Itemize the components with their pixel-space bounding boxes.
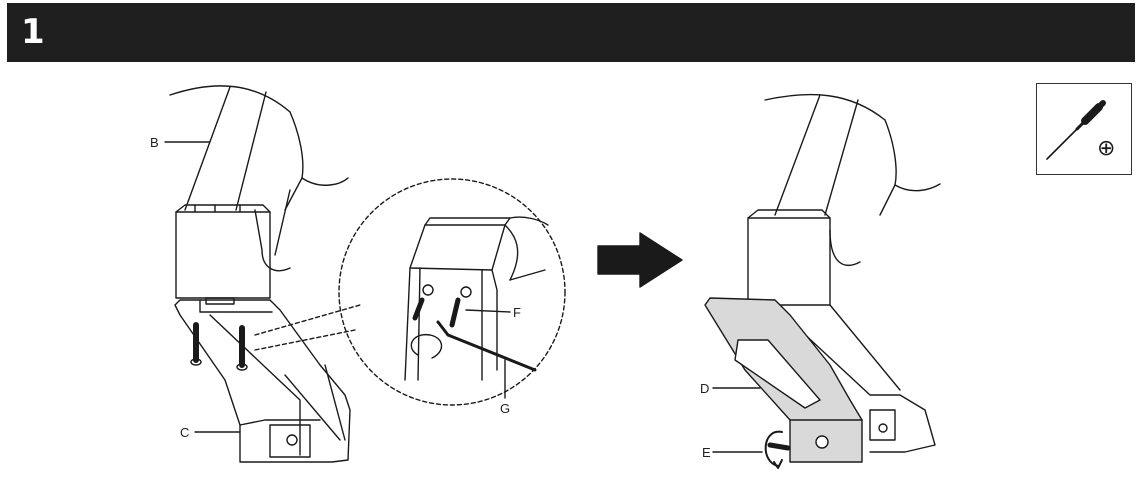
tool-required-box: ⊕: [1036, 83, 1132, 175]
mount-head: [175, 204, 271, 305]
hex-key-g: [446, 333, 537, 372]
screw-e: [767, 442, 791, 451]
callout-d: D: [700, 381, 709, 396]
phillips-screwdriver-icon: [1046, 100, 1106, 160]
detail-circle: [338, 178, 566, 406]
zoom-connector-top: [254, 304, 361, 336]
base-c: [174, 299, 351, 463]
zoom-connector-bottom: [254, 329, 356, 351]
step-header-bar: 1: [7, 3, 1135, 62]
hole: [815, 435, 829, 449]
next-step-arrow-icon: [597, 232, 683, 288]
detail-zoom: [338, 178, 566, 406]
rotate-arrow-icon: [410, 334, 443, 359]
mounting-screws: [190, 322, 248, 371]
left-assembly: [164, 85, 361, 463]
step-number: 1: [21, 12, 45, 52]
callout-g: G: [500, 401, 510, 416]
rotate-arrow-e-icon: [764, 430, 783, 467]
callout-b: B: [150, 135, 159, 150]
callout-e: E: [702, 445, 711, 460]
callout-f-leader: [465, 309, 511, 313]
callout-f: F: [513, 305, 521, 320]
arm-b: [169, 85, 349, 272]
phillips-symbol-icon: ⊕: [1097, 136, 1116, 161]
right-assembly: [704, 93, 941, 469]
callout-c: C: [180, 425, 189, 440]
